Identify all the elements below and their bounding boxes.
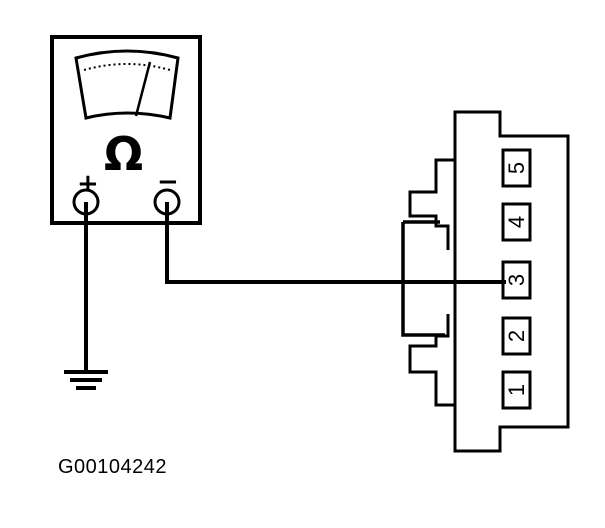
connector-pins: 5 4 3 2 1 [501,148,532,410]
gauge-needle [134,61,152,117]
pin-1: 1 [501,370,532,410]
connector-upper-latch [408,158,455,250]
connector-lower-latch [408,314,455,407]
ohmmeter: Ω + − [50,35,202,225]
connector-side-clip [401,222,445,337]
figure-id: G00104242 [58,456,168,478]
pin-5: 5 [501,148,532,188]
negative-lead [165,202,508,284]
pin-4: 4 [501,202,532,242]
gauge-window [74,49,180,120]
pin-5-label: 5 [504,162,529,174]
ground-symbol [64,370,108,390]
pin-4-label: 4 [504,216,529,228]
pin-1-label: 1 [504,384,529,396]
pin-2: 2 [501,316,532,356]
pin-3: 3 [501,260,532,300]
pin-3-label: 3 [504,274,529,286]
wires [84,202,508,370]
ohm-symbol: Ω [104,127,143,181]
pin-2-label: 2 [504,330,529,342]
